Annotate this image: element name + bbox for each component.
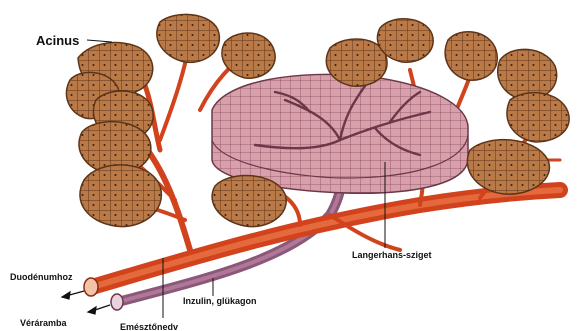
acinus-cluster	[222, 33, 275, 78]
label-digestive-juice: Emésztőnedv	[120, 322, 178, 331]
acinus-cluster	[80, 165, 161, 227]
acinus-cluster	[467, 140, 549, 195]
acinus-cluster	[326, 39, 387, 86]
acinus-cluster	[507, 93, 569, 142]
acinus-cluster	[498, 49, 557, 100]
acinus-cluster	[212, 176, 286, 227]
label-hormones: Inzulin, glükagon	[183, 296, 257, 306]
label-langerhans: Langerhans-sziget	[352, 250, 432, 260]
label-bloodstream: Véráramba	[20, 318, 68, 328]
acinus-cluster	[157, 14, 220, 62]
label-acinus: Acinus	[36, 33, 79, 48]
label-duodenum: Duodénumhoz	[10, 272, 73, 282]
acinus-cluster	[445, 32, 497, 81]
